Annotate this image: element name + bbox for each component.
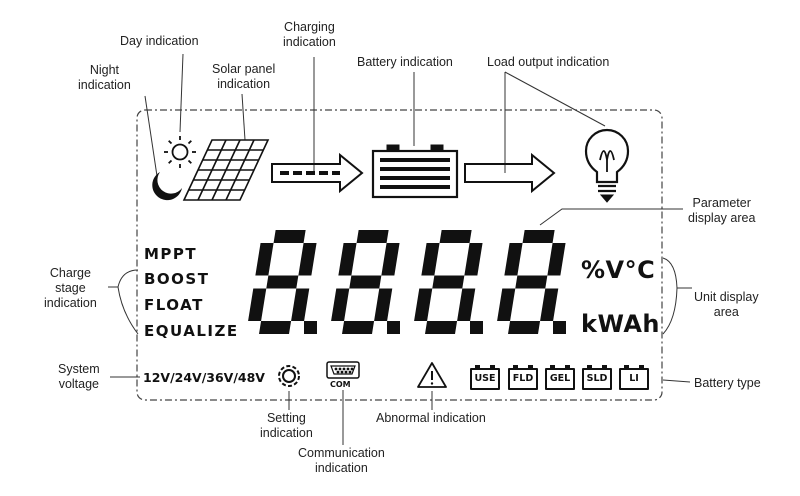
digit-4-segment-d [508, 321, 541, 334]
sun-icon [164, 136, 196, 168]
battery-type-caption: Battery type [694, 376, 761, 390]
digit-4-segment-b [547, 243, 566, 276]
digit-1-decimal-point [304, 321, 317, 334]
battery-type-gel: GEL [545, 365, 575, 390]
leader-lines [108, 53, 692, 445]
battery-icon [371, 144, 459, 199]
gear-icon [278, 365, 300, 387]
battery-indication-caption: Battery indication [357, 55, 453, 69]
digit-4-segment-g [515, 275, 548, 289]
digit-2-segment-f [338, 243, 357, 276]
digit-3-segment-c [457, 288, 476, 321]
digit-2-decimal-point [387, 321, 400, 334]
light-bulb-icon [584, 128, 630, 203]
lcd-frame [136, 109, 663, 401]
digit-3-segment-f [421, 243, 440, 276]
moon-icon [152, 172, 182, 201]
digit-2-segment-g [349, 275, 382, 289]
day-indication-caption: Day indication [120, 34, 199, 48]
abnormal-indication-caption: Abnormal indication [376, 411, 486, 425]
digit-3-decimal-point [470, 321, 483, 334]
warning-icon [417, 362, 447, 388]
unit-percent-volt-celsius: %V°C [581, 256, 656, 284]
battery-type-sld: SLD [582, 365, 612, 390]
digit-3-segment-b [464, 243, 483, 276]
digit-1-segment-g [266, 275, 299, 289]
load-arrow-icon [464, 152, 556, 194]
digit-2-segment-a [356, 230, 389, 243]
charge-stage-equalize: EQUALIZE [144, 322, 239, 340]
digit-2-segment-e [331, 288, 350, 321]
digit-1-segment-c [291, 288, 310, 321]
parameter-display [248, 230, 566, 334]
digit-1-segment-a [273, 230, 306, 243]
load-output-indication-caption: Load output indication [487, 55, 610, 69]
com-port-icon [326, 361, 360, 379]
unit-kwah: kWAh [581, 310, 661, 338]
charge-stage-float: FLOAT [144, 296, 204, 314]
charge-stage-mppt: MPPT [144, 245, 198, 263]
solar-panel-icon [182, 139, 270, 201]
digit-3-segment-g [432, 275, 465, 289]
digit-4-segment-e [497, 288, 516, 321]
charge-stage-boost: BOOST [144, 270, 210, 288]
digit-1-segment-f [255, 243, 274, 276]
digit-2-segment-b [381, 243, 400, 276]
digit-1-segment-b [298, 243, 317, 276]
digit-4-segment-f [504, 243, 523, 276]
digit-1-segment-d [259, 321, 292, 334]
com-label: COM [330, 380, 351, 389]
digit-4-segment-c [540, 288, 559, 321]
digit-4-segment-a [522, 230, 555, 243]
system-voltage-value: 12V/24V/36V/48V [143, 370, 265, 385]
charging-arrow-icon [271, 152, 364, 194]
digit-3-segment-e [414, 288, 433, 321]
battery-type-fld: FLD [508, 365, 538, 390]
digit-1-segment-e [248, 288, 267, 321]
digit-2-segment-c [374, 288, 393, 321]
digit-4-decimal-point [553, 321, 566, 334]
battery-type-use: USE [470, 365, 500, 390]
battery-type-li: LI [619, 365, 649, 390]
digit-2-segment-d [342, 321, 375, 334]
digit-3-segment-a [439, 230, 472, 243]
digit-3-segment-d [425, 321, 458, 334]
